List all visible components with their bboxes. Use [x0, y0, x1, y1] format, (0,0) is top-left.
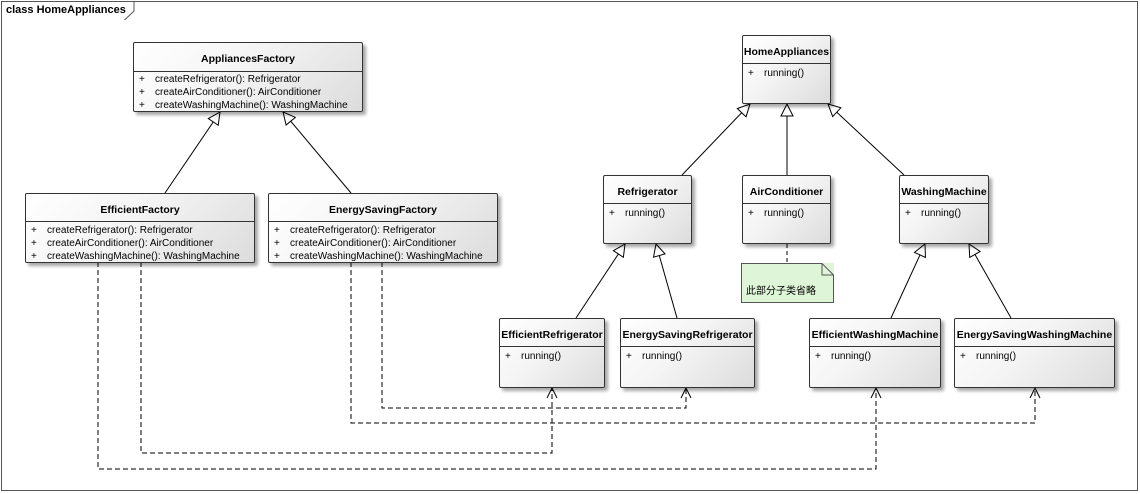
class-name: HomeAppliances — [743, 46, 830, 58]
generalization-efficient-washing-machine — [890, 244, 925, 319]
class-efficient-factory[interactable]: EfficientFactory +createRefrigerator(): … — [25, 193, 255, 263]
operation: +createWashingMachine(): WashingMachine — [31, 251, 240, 262]
compartment-divider — [743, 203, 830, 204]
operation: +createAirConditioner(): AirConditioner — [139, 87, 322, 98]
operation: +running() — [748, 208, 805, 219]
class-energy-saving-factory[interactable]: EnergySavingFactory +createRefrigerator(… — [268, 193, 498, 263]
dependency-energy-saving-factory-washing-machine — [350, 262, 1035, 424]
operation: +createRefrigerator(): Refrigerator — [274, 225, 436, 236]
operation: +running() — [815, 351, 872, 362]
class-washing-machine[interactable]: WashingMachine +running() — [899, 175, 989, 244]
class-name: AirConditioner — [749, 186, 824, 198]
generalization-efficient-factory — [164, 112, 220, 194]
note-text: 此部分子类省略 — [746, 286, 816, 297]
dependency-efficient-factory-washing-machine — [97, 262, 876, 470]
compartment-divider — [26, 221, 254, 222]
operation: +createWashingMachine(): WashingMachine — [274, 251, 483, 262]
operation: +running() — [748, 68, 805, 79]
class-name: AppliancesFactory — [201, 53, 295, 65]
operations-list: +running() — [743, 67, 830, 80]
compartment-divider — [500, 346, 604, 347]
operation: +createAirConditioner(): AirConditioner — [274, 238, 457, 249]
class-air-conditioner[interactable]: AirConditioner +running() — [742, 175, 831, 244]
compartment-divider — [743, 63, 830, 64]
class-name: EfficientWashingMachine — [811, 329, 939, 341]
operation: +createAirConditioner(): AirConditioner — [31, 238, 214, 249]
note-subclasses-omitted: 此部分子类省略 — [741, 263, 834, 303]
class-appliances-factory[interactable]: AppliancesFactory +createRefrigerator():… — [133, 42, 363, 112]
operations-list: +running() — [604, 207, 691, 220]
generalization-refrigerator — [681, 104, 750, 176]
class-efficient-washing-machine[interactable]: EfficientWashingMachine +running() — [809, 318, 941, 388]
operations-list: +running() — [621, 350, 754, 363]
dependency-energy-saving-factory-refrigerator — [381, 262, 686, 409]
operation: +running() — [905, 208, 962, 219]
frame-title-tab — [1, 1, 135, 20]
operation: +running() — [505, 351, 562, 362]
compartment-divider — [134, 71, 362, 72]
generalization-energy-saving-factory — [283, 112, 352, 194]
operations-list: +running() — [955, 350, 1114, 363]
class-name: WashingMachine — [901, 186, 987, 198]
class-name: Refrigerator — [617, 186, 678, 198]
class-name: EnergySavingFactory — [329, 204, 437, 216]
operation: +createWashingMachine(): WashingMachine — [139, 100, 348, 111]
note-shape — [741, 263, 834, 303]
compartment-divider — [900, 203, 988, 204]
operation: +createRefrigerator(): Refrigerator — [31, 225, 193, 236]
class-home-appliances[interactable]: HomeAppliances +running() — [742, 35, 831, 104]
class-name: EfficientFactory — [100, 204, 180, 216]
compartment-divider — [621, 346, 754, 347]
diagram-title: class HomeAppliances — [6, 4, 126, 16]
operations-list: +createRefrigerator(): Refrigerator +cre… — [269, 224, 497, 263]
dependency-efficient-factory-refrigerator — [140, 262, 552, 454]
operation: +running() — [960, 351, 1017, 362]
compartment-divider — [810, 346, 940, 347]
operation: +running() — [609, 208, 666, 219]
class-refrigerator[interactable]: Refrigerator +running() — [603, 175, 692, 244]
operations-list: +running() — [743, 207, 830, 220]
generalization-energy-saving-washing-machine — [969, 244, 1012, 319]
generalization-washing-machine — [828, 104, 905, 176]
operation: +running() — [626, 351, 683, 362]
class-energy-saving-washing-machine[interactable]: EnergySavingWashingMachine +running() — [954, 318, 1115, 388]
operations-list: +running() — [500, 350, 604, 363]
operations-list: +running() — [900, 207, 988, 220]
operations-list: +createRefrigerator(): Refrigerator +cre… — [26, 224, 254, 263]
class-energy-saving-refrigerator[interactable]: EnergySavingRefrigerator +running() — [620, 318, 755, 388]
operations-list: +createRefrigerator(): Refrigerator +cre… — [134, 73, 362, 112]
class-efficient-refrigerator[interactable]: EfficientRefrigerator +running() — [499, 318, 605, 388]
class-name: EnergySavingRefrigerator — [622, 329, 753, 341]
class-name: EfficientRefrigerator — [501, 329, 603, 341]
operations-list: +running() — [810, 350, 940, 363]
compartment-divider — [955, 346, 1114, 347]
class-name: EnergySavingWashingMachine — [956, 329, 1113, 341]
generalization-efficient-refrigerator — [575, 244, 625, 319]
operation: +createRefrigerator(): Refrigerator — [139, 74, 301, 85]
compartment-divider — [269, 221, 497, 222]
compartment-divider — [604, 203, 691, 204]
generalization-energy-saving-refrigerator — [656, 244, 678, 319]
